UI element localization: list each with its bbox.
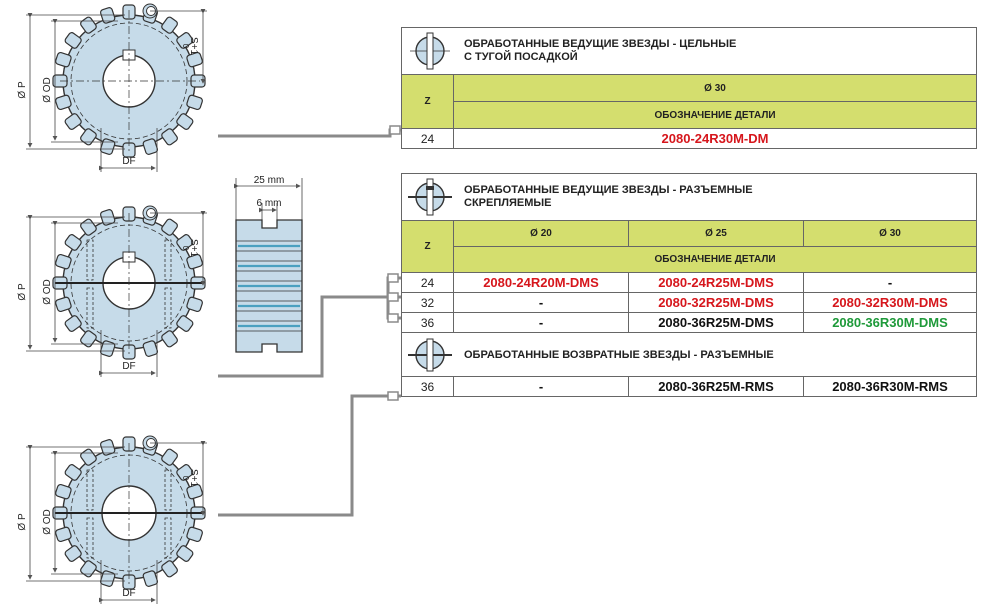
sprocket-tooth [142, 570, 159, 587]
table-title: ОБРАБОТАННЫЕ ВЕДУЩИЕ ЗВЕЗДЫ - ЦЕЛЬНЫЕ С … [402, 28, 976, 74]
sprocket-tooth [161, 128, 178, 146]
part-code-cell: 2080-24R20M-DMS [454, 273, 629, 292]
s-label: S+1 [188, 239, 199, 258]
sprocket-tooth [80, 330, 97, 348]
s-label: S+1 [188, 37, 199, 56]
df-label: DF [122, 361, 135, 372]
z-cell: 32 [402, 293, 454, 312]
part-code-cell: 2080-36R25M-RMS [629, 377, 804, 396]
df-label: DF [122, 156, 135, 167]
sprocket-tooth [64, 113, 82, 130]
sprocket-tooth [186, 94, 203, 111]
sprocket-tooth [176, 315, 194, 332]
s-sub-label: 0 [181, 44, 190, 49]
z-header: Z [402, 221, 454, 272]
table-title-line1: ОБРАБОТАННЫЕ ВЕДУЩИЕ ЗВЕЗДЫ - ЦЕЛЬНЫЕ [464, 38, 737, 50]
sprocket-side-view: 25 mm 6 mm [234, 175, 303, 353]
p-label: Ø P [17, 283, 28, 301]
part-code-cell: 2080-36R25M-DMS [629, 313, 804, 332]
width-6-label: 6 mm [257, 198, 282, 209]
z-header: Z [402, 75, 454, 128]
sprocket-idler-drawing [52, 435, 206, 590]
table-row: 32 - 2080-32R25M-DMS 2080-32R30M-DMS [402, 292, 976, 312]
part-code-cell: - [454, 377, 629, 396]
sprocket-tooth [176, 113, 194, 130]
sprocket-tooth [99, 138, 116, 155]
p-label: Ø P [17, 81, 28, 99]
designation-header: ОБОЗНАЧЕНИЕ ДЕТАЛИ [454, 101, 976, 128]
z-cell: 24 [402, 129, 454, 148]
od-label: Ø OD [42, 77, 53, 103]
column-header-25: Ø 25 [629, 221, 804, 246]
table-row: 24 2080-24R30M-DM [402, 128, 976, 148]
part-code-cell: - [454, 293, 629, 312]
table-row: 36 - 2080-36R25M-RMS 2080-36R30M-RMS [402, 376, 976, 396]
part-code-cell: 2080-36R30M-RMS [832, 379, 948, 394]
sprocket-tooth [176, 545, 194, 562]
table-title-line2: С ТУГОЙ ПОСАДКОЙ [464, 51, 578, 63]
idler-sprocket-icon [408, 338, 452, 372]
sprocket-tooth [176, 32, 194, 49]
table-split-sprockets: ОБРАБОТАННЫЕ ВЕДУЩИЕ ЗВЕЗДЫ - РАЗЪЕМНЫЕ … [401, 173, 977, 397]
return-table-title: ОБРАБОТАННЫЕ ВОЗВРАТНЫЕ ЗВЕЗДЫ - РАЗЪЕМН… [402, 333, 976, 377]
part-code-cell: - [887, 275, 893, 290]
sprocket-tooth [99, 570, 116, 587]
part-code-cell: 2080-36R30M-DMS [832, 315, 948, 330]
sprocket-tooth [186, 526, 203, 543]
z-cell: 36 [402, 377, 454, 396]
part-code-cell: 2080-24R25M-DMS [629, 273, 804, 292]
column-header-30: Ø 30 [804, 221, 976, 246]
od-label: Ø OD [42, 279, 53, 305]
sprocket-tooth [161, 448, 178, 466]
sprocket-tooth [176, 234, 194, 251]
table-title-line2: СКРЕПЛЯЕМЫЕ [464, 197, 552, 209]
s-sub-label: 0 [181, 476, 190, 481]
sprocket-tooth [64, 234, 82, 251]
table-row: 36 - 2080-36R25M-DMS 2080-36R30M-DMS [402, 312, 976, 332]
sprocket-tooth [161, 560, 178, 578]
designation-header: ОБОЗНАЧЕНИЕ ДЕТАЛИ [454, 246, 976, 272]
od-label: Ø OD [42, 509, 53, 535]
part-code-cell: 2080-24R30M-DM [661, 131, 769, 146]
part-code-cell: - [454, 313, 629, 332]
part-code-cell: 2080-32R25M-DMS [629, 293, 804, 312]
sprocket-tooth [64, 32, 82, 49]
sprocket-tooth [80, 560, 97, 578]
z-cell: 24 [402, 273, 454, 292]
sprocket-tooth [64, 315, 82, 332]
sprocket-tooth [80, 128, 97, 146]
width-25-label: 25 mm [254, 175, 285, 186]
sprocket-teeth [52, 4, 206, 158]
sprocket-split-drawing [52, 205, 206, 360]
p-label: Ø P [17, 513, 28, 531]
solid-sprocket-icon [410, 32, 450, 70]
z-cell: 36 [402, 313, 454, 332]
sprocket-tooth [99, 340, 116, 357]
s-sub-label: 0 [181, 246, 190, 251]
table-solid-drive-sprockets: ОБРАБОТАННЫЕ ВЕДУЩИЕ ЗВЕЗДЫ - ЦЕЛЬНЫЕ С … [401, 27, 977, 149]
sprocket-solid-drawing [52, 3, 206, 158]
sprocket-tooth [161, 330, 178, 348]
sprocket-tooth [64, 464, 82, 481]
sprocket-tooth [142, 138, 159, 155]
table-title: ОБРАБОТАННЫЕ ВЕДУЩИЕ ЗВЕЗДЫ - РАЗЪЕМНЫЕ … [402, 174, 976, 220]
column-header-20: Ø 20 [454, 221, 629, 246]
sprocket-tooth [176, 464, 194, 481]
table-row: 24 2080-24R20M-DMS 2080-24R25M-DMS - [402, 272, 976, 292]
split-sprocket-icon [408, 178, 452, 216]
df-label: DF [122, 588, 135, 599]
column-header-30: Ø 30 [454, 75, 976, 101]
part-code-cell: 2080-32R30M-DMS [832, 295, 948, 310]
sprocket-tooth [161, 218, 178, 236]
sprocket-tooth [186, 296, 203, 313]
table-title-line1: ОБРАБОТАННЫЕ ВЕДУЩИЕ ЗВЕЗДЫ - РАЗЪЕМНЫЕ [464, 184, 753, 196]
s-label: S+1 [188, 469, 199, 488]
sprocket-tooth [64, 545, 82, 562]
sprocket-tooth [161, 16, 178, 34]
return-title: ОБРАБОТАННЫЕ ВОЗВРАТНЫЕ ЗВЕЗДЫ - РАЗЪЕМН… [464, 348, 774, 361]
sprocket-tooth [142, 340, 159, 357]
